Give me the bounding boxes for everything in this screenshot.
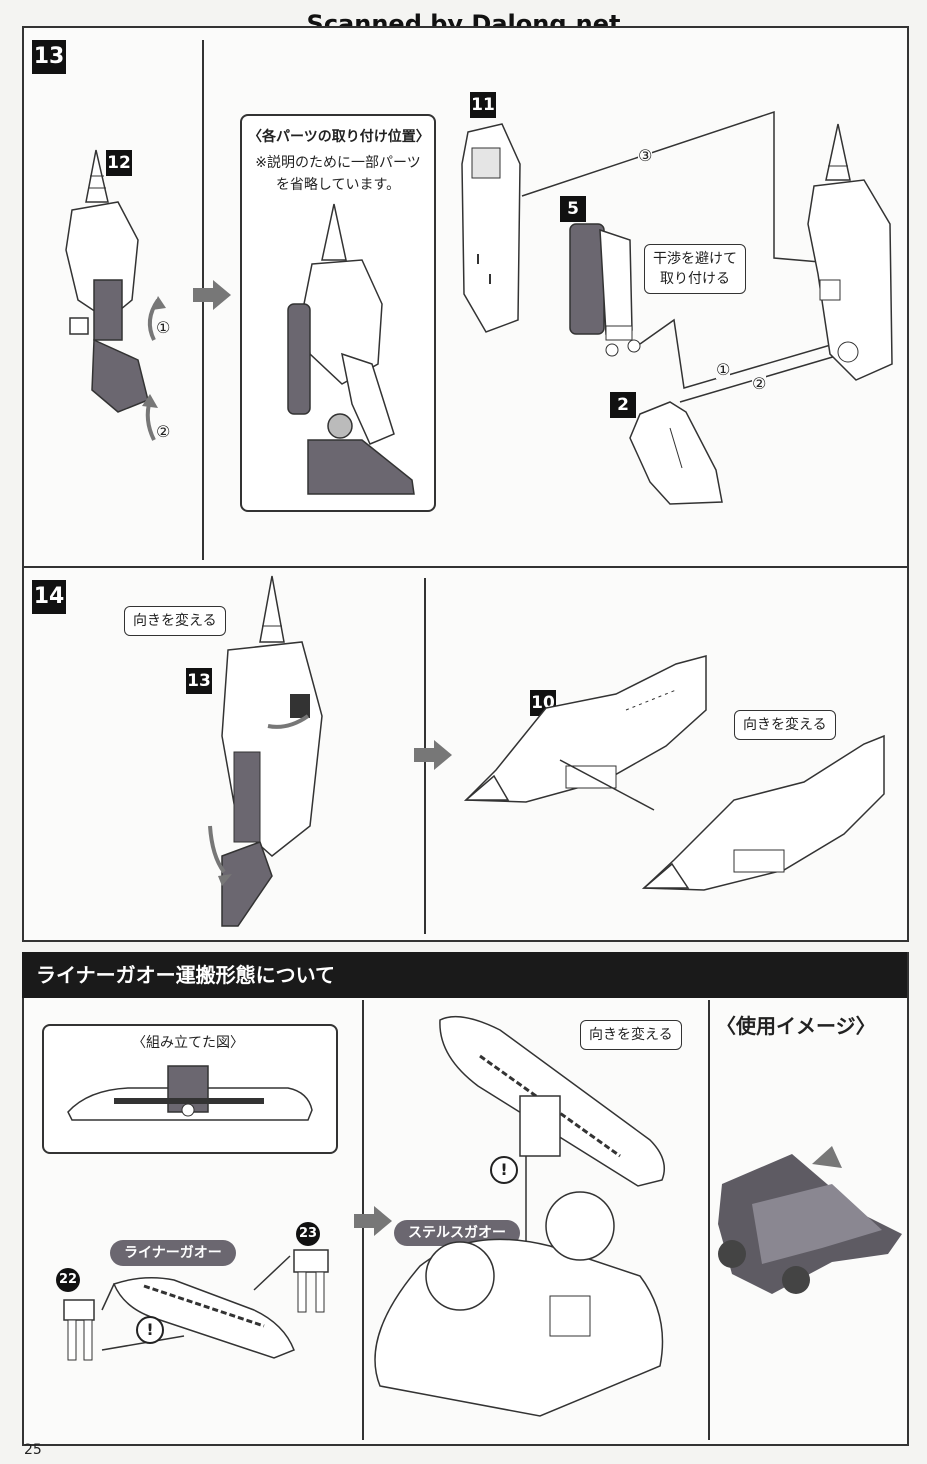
part-13-label: 13 [186, 668, 212, 694]
liner-warning-icon: ! [136, 1316, 164, 1344]
note-line-1: ※説明のために一部パーツ [255, 155, 421, 171]
transport-header-title: ライナーガオー運搬形態について [36, 963, 335, 987]
step-13-result-illustration [807, 123, 893, 381]
avoid-callout-line-1: 干渉を避けて [653, 251, 737, 267]
step-14-left-illustration [208, 575, 323, 927]
note-title: 〈各パーツの取り付け位置〉 [248, 129, 430, 145]
part-11-illustration [461, 123, 521, 333]
page-number: 25 [24, 1442, 42, 1458]
part-5-illustration [569, 223, 641, 357]
part-5-label: 5 [560, 196, 586, 222]
order-3-connector: ③ [638, 146, 653, 165]
part-22-label: 22 [56, 1268, 80, 1292]
turn-callout-right: 向きを変える [734, 710, 836, 740]
order-1-label: ① [156, 318, 171, 337]
step-14-number: 14 [32, 580, 66, 614]
order-1-connector: ① [716, 360, 731, 379]
usage-photo [718, 1146, 902, 1294]
transport-divider-2 [708, 1000, 710, 1440]
avoid-interference-callout: 干渉を避けて 取り付ける [644, 244, 746, 294]
note-illustration [287, 203, 415, 495]
transport-turn-callout: 向きを変える [580, 1020, 682, 1050]
stealth-warning-icon: ! [490, 1156, 518, 1184]
stealth-gao-illustration [374, 1015, 665, 1417]
step-14-flow-arrow [414, 740, 452, 770]
part-23-label: 23 [296, 1222, 320, 1246]
part-2-label: 2 [610, 392, 636, 418]
assembled-train-illustration [67, 1065, 313, 1121]
usage-image-title: 〈使用イメージ〉 [716, 1014, 876, 1038]
part-23-illustration [293, 1249, 329, 1313]
part-12-label: 12 [106, 150, 132, 176]
part-22-illustration [63, 1299, 95, 1361]
assembled-diagram-title: 〈組み立てた図〉 [132, 1035, 244, 1051]
order-2-label: ② [156, 422, 171, 441]
step-13-connector-lines [521, 110, 837, 403]
step-14-result-illustration [559, 734, 885, 891]
turn-callout-left: 向きを変える [124, 606, 226, 636]
transport-flow-arrow [354, 1206, 392, 1236]
part-2-illustration [629, 401, 723, 505]
liner-gao-illustration [101, 1255, 295, 1359]
order-2-connector: ② [752, 374, 767, 393]
step-13-number: 13 [32, 40, 66, 74]
avoid-callout-line-2: 取り付ける [660, 271, 730, 287]
part-12-illustration [65, 149, 166, 441]
liner-gao-pill: ライナーガオー [110, 1240, 236, 1266]
note-line-2: を省略しています。 [275, 177, 401, 193]
step-13-flow-arrow [193, 280, 231, 310]
transport-header-bar: ライナーガオー運搬形態について [22, 952, 907, 998]
part-10-illustration [463, 655, 707, 803]
part-11-label: 11 [470, 92, 496, 118]
